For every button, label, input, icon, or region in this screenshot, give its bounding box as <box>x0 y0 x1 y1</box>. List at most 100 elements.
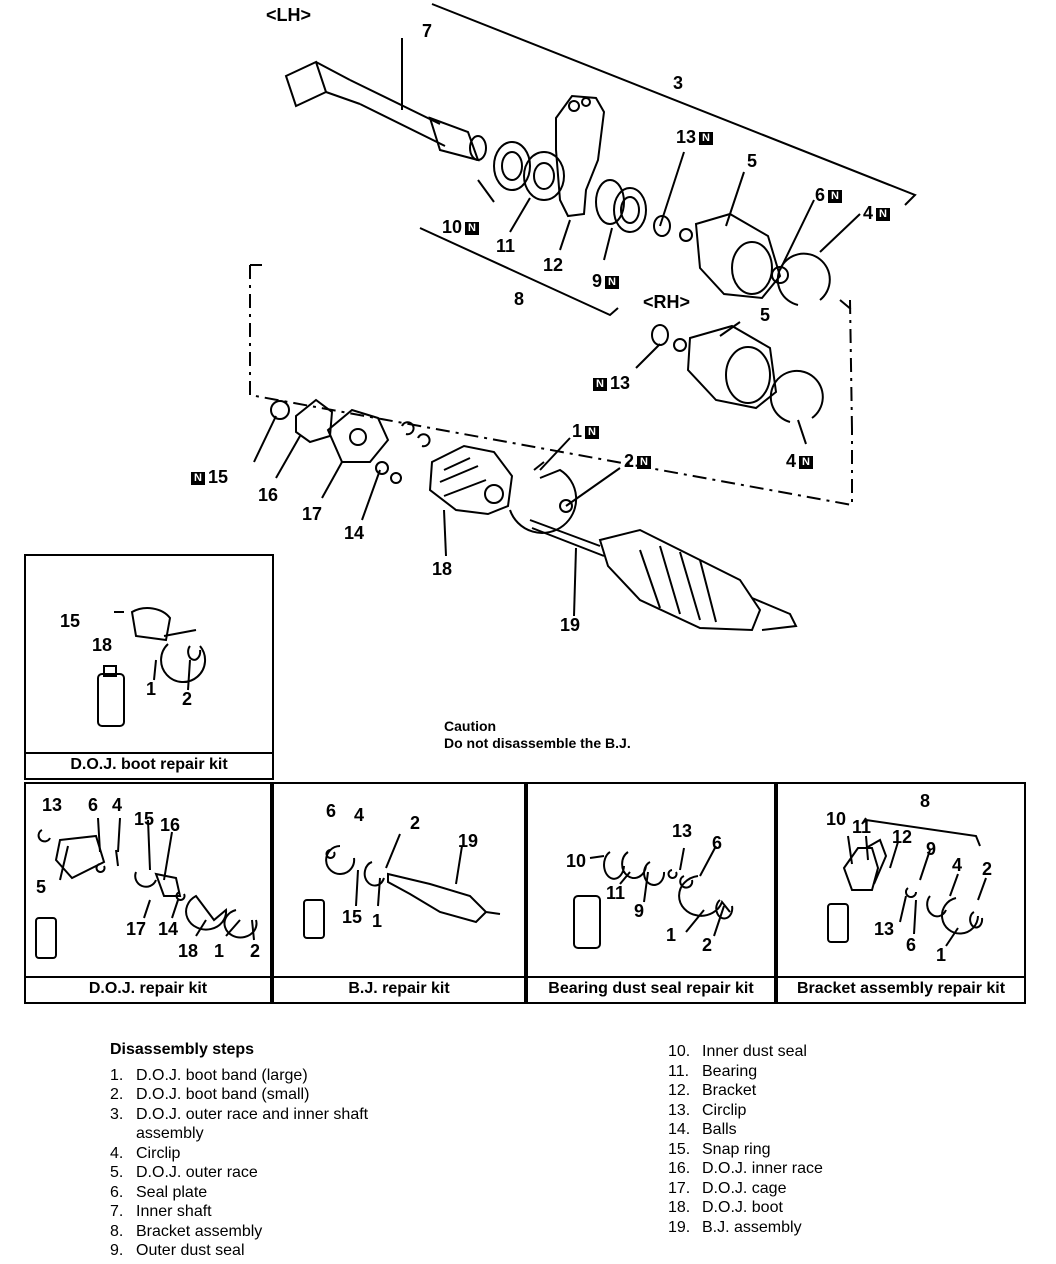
kit1-label-18: 18 <box>92 635 113 655</box>
step-item: 8.Bracket assembly <box>110 1222 263 1240</box>
step-item: 1.D.O.J. boot band (large) <box>110 1066 308 1084</box>
part-label-19: 19 <box>560 615 581 635</box>
part-label-5-rh: 5 <box>760 305 771 325</box>
label-lh: <LH> <box>266 5 312 25</box>
bj-assembly-part <box>529 519 605 557</box>
caution-text: Do not disassemble the B.J. <box>444 735 631 751</box>
kit4-label-6: 6 <box>712 833 723 853</box>
kit3-label-1: 1 <box>372 911 383 931</box>
caution-note: Caution Do not disassemble the B.J. <box>444 718 631 752</box>
kit4-label-2: 2 <box>702 935 713 955</box>
kit2-label-15: 15 <box>134 809 155 829</box>
kit-doj-boot: D.O.J. boot repair kit <box>24 554 274 780</box>
n-badge: N <box>637 455 652 469</box>
n-badge: N <box>876 207 891 221</box>
part-label-14: 14 <box>344 523 365 543</box>
n-badge: N <box>828 189 843 203</box>
step-item: 14.Balls <box>668 1121 737 1138</box>
caution-title: Caution <box>444 718 497 734</box>
step-item: 13.Circlip <box>668 1101 747 1119</box>
leader-8 <box>419 227 619 317</box>
kit2-label-16: 16 <box>160 815 181 835</box>
circlip-4-rh-part <box>769 369 824 423</box>
kit4-label-13: 13 <box>672 821 693 841</box>
circlip-13-part <box>653 215 671 237</box>
grease-tube-5 <box>827 903 849 943</box>
grease-tube-3 <box>303 899 325 939</box>
step-item: 9.Outer dust seal <box>110 1242 245 1259</box>
kit5-label-13: 13 <box>874 919 895 939</box>
kit-bearing-dust-seal: Bearing dust seal repair kit <box>526 782 776 1004</box>
step-item: 7.Inner shaft <box>110 1203 212 1220</box>
step-item: 12.Bracket <box>668 1082 757 1099</box>
kit2-label-6: 6 <box>88 795 99 815</box>
step-item: 6.Seal plate <box>110 1183 208 1201</box>
step-item: 15.Snap ring <box>668 1140 771 1158</box>
part-label-18: 18 <box>432 559 453 579</box>
n-badge: N <box>585 425 600 439</box>
kit2-label-13: 13 <box>42 795 63 815</box>
grease-tube-2 <box>35 917 57 959</box>
circlip-13-rh-part <box>651 324 669 346</box>
boot-band-large-part <box>509 468 578 534</box>
kit5-label-11: 11 <box>852 817 872 837</box>
kit2-label-18: 18 <box>178 941 199 961</box>
n-badge: N <box>465 221 480 235</box>
kit-bracket-title: Bracket assembly repair kit <box>778 976 1024 1002</box>
kit-bj: B.J. repair kit <box>272 782 526 1004</box>
kit2-label-4: 4 <box>112 795 123 815</box>
kit1-label-15: 15 <box>60 611 81 631</box>
part-label-12: 12 <box>543 255 564 275</box>
kit2-label-14: 14 <box>158 919 179 939</box>
kit3-label-15: 15 <box>342 907 363 927</box>
inner-shaft-part <box>284 60 487 162</box>
label-rh: <RH> <box>643 292 691 312</box>
n-badge: N <box>799 455 814 469</box>
step-item: 4.Circlip <box>110 1144 181 1162</box>
part-label-8: 8 <box>514 289 525 309</box>
kit4-label-11: 11 <box>606 883 626 903</box>
balls-part <box>375 461 389 475</box>
kit1-parts <box>114 607 207 684</box>
part-label-3: 3 <box>673 73 684 93</box>
part-label-16: 16 <box>258 485 279 505</box>
kit2-label-17: 17 <box>126 919 147 939</box>
cage-part <box>326 408 390 463</box>
kit4-label-10: 10 <box>566 851 587 871</box>
n-badge: N <box>699 131 714 145</box>
kit-doj-boot-title: D.O.J. boot repair kit <box>26 752 272 778</box>
grease-tube-1 <box>97 673 125 727</box>
step-item: 19.B.J. assembly <box>668 1218 802 1236</box>
n-badge: N <box>191 471 205 485</box>
step-item: assembly <box>136 1125 204 1142</box>
inner-dust-seal-part <box>493 141 531 191</box>
disassembly-steps-right: 10.Inner dust seal 11.Bearing 12.Bracket… <box>668 1042 1008 1237</box>
part-label-5-lh: 5 <box>747 151 758 171</box>
kit-bracket-assembly: Bracket assembly repair kit <box>776 782 1026 1004</box>
part-label-17: 17 <box>302 504 323 524</box>
circlip-4-lh-part <box>776 252 831 306</box>
kit2-label-1: 1 <box>214 941 225 961</box>
steps-heading: Disassembly steps <box>110 1041 255 1058</box>
kit2-label-5: 5 <box>36 877 47 897</box>
kit3-label-19: 19 <box>458 831 479 851</box>
disassembly-steps-left: Disassembly steps 1.D.O.J. boot band (la… <box>110 1040 530 1261</box>
kit5-label-2: 2 <box>982 859 993 879</box>
bracket-part <box>555 94 606 218</box>
kit5-label-6: 6 <box>906 935 917 955</box>
kit5-label-4: 4 <box>952 855 963 875</box>
step-item: 3.D.O.J. outer race and inner shaft <box>110 1105 369 1123</box>
kit5-label-12: 12 <box>892 827 913 847</box>
step-item: 5.D.O.J. outer race <box>110 1164 258 1181</box>
kit2-label-2: 2 <box>250 941 261 961</box>
kit5-label-10: 10 <box>826 809 847 829</box>
doj-boot-part <box>428 444 514 516</box>
kit-bearing-title: Bearing dust seal repair kit <box>528 976 774 1002</box>
leader-3 <box>431 3 917 206</box>
